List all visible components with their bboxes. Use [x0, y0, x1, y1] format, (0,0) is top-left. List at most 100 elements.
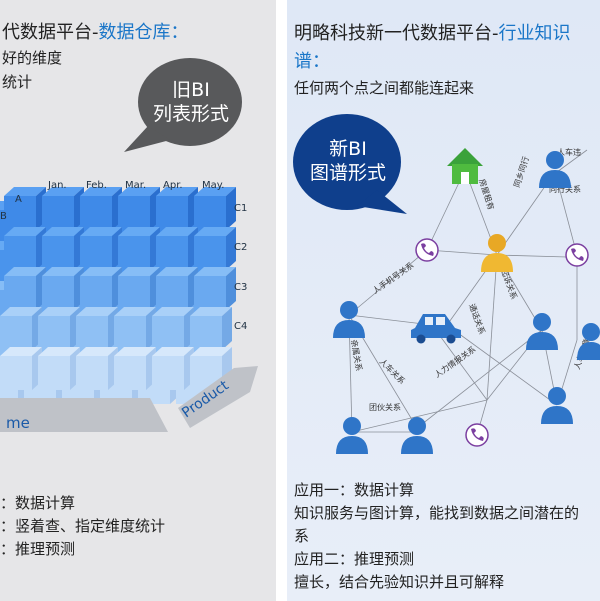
right-title-part1: 明略科技新一代数据平台-: [294, 23, 499, 44]
person-icon-4: [541, 387, 573, 424]
cube-top: [194, 267, 236, 276]
month-label-a: A: [15, 194, 22, 205]
cube-top: [80, 187, 122, 196]
cube-face: [76, 316, 108, 350]
edge-label-gang: 团伙关系: [369, 402, 401, 412]
cube-face: [114, 316, 146, 350]
left-bullet-1: ：数据计算: [0, 494, 76, 512]
left-bullet-3: ：推理预测: [0, 540, 76, 558]
cube-top: [156, 187, 198, 196]
cube-top: [76, 307, 118, 316]
left-bullet-2: ：竖着查、指定维度统计: [0, 517, 166, 535]
cube-face: [4, 196, 36, 230]
c-label-4: C4: [234, 321, 247, 332]
cube-top: [80, 267, 122, 276]
cube-face: [194, 196, 226, 230]
edge-label-intel: 人力情报关系: [432, 344, 477, 380]
edge-label-house-rent: 房屋租有: [477, 178, 496, 212]
new-bi-bubble-shape: [293, 114, 407, 214]
cube-top: [38, 307, 80, 316]
cube-top: [42, 227, 84, 236]
c-label-1: C1: [234, 203, 247, 214]
knowledge-graph: 人车违 同行关系 房屋租有 同乡同行 人手机号关系 起诉关系 通话关系 亲属关系…: [333, 147, 600, 454]
phone-icon-2: [565, 243, 589, 267]
cube-top: [190, 347, 232, 356]
new-bi-sublabel: 图谱形式: [309, 162, 386, 184]
time-axis-arrow: [0, 398, 168, 432]
left-line2: 统计: [2, 73, 33, 91]
cube-top: [156, 267, 198, 276]
phone-icon-1: [415, 238, 439, 262]
cube-top: [76, 347, 118, 356]
cube-face: [152, 316, 184, 350]
cube-face: [4, 276, 36, 310]
cube-top: [4, 187, 46, 196]
cube-top: [194, 227, 236, 236]
new-bi-label: 新BI: [329, 138, 367, 160]
old-bi-bubble: 旧BI 列表形式: [138, 58, 244, 146]
right-title-part2: 行业知识: [498, 23, 571, 44]
month-label-may: May.: [202, 180, 224, 191]
edge-label-call: 通话关系: [467, 302, 487, 335]
old-bi-sublabel: 列表形式: [152, 103, 229, 125]
cube-top: [0, 347, 42, 356]
new-bi-bubble: 新BI 图谱形式: [295, 114, 401, 208]
app2-title: 应用二：推理预测: [294, 550, 415, 568]
person-icon-highlight: [481, 234, 513, 272]
cube-face: [0, 356, 32, 390]
right-title-cont: 谱：: [294, 51, 330, 72]
edge-label-hometown: 同乡同行: [511, 155, 530, 189]
cube-face: [190, 316, 222, 350]
data-cube-diagram: me Product A Jan. Feb. Mar. Apr. May. B …: [0, 180, 258, 432]
cube-face: [80, 196, 112, 230]
cube-top: [156, 227, 198, 236]
app2-desc: 擅长，结合先验知识并且可解释: [294, 573, 505, 591]
cube-top: [42, 187, 84, 196]
phone-icon-3: [465, 423, 489, 447]
edge-label-car-violation: 人车违: [557, 147, 581, 157]
old-bi-bubble-shape: [124, 58, 242, 152]
row-label-b: B: [0, 211, 7, 222]
cube-side: [226, 227, 236, 270]
right-title: 明略科技新一代数据平台-行业知识: [294, 23, 571, 45]
left-title-part1: 代数据平台-: [2, 22, 99, 43]
cube-face: [118, 236, 150, 270]
person-icon-2: [333, 301, 365, 338]
cube-face: [80, 276, 112, 310]
cube-top: [194, 187, 236, 196]
app1-desc: 知识服务与图计算，能找到数据之间潜在的: [294, 504, 580, 522]
cube-face: [156, 276, 188, 310]
cube-top: [118, 267, 160, 276]
cube-top: [190, 307, 232, 316]
edge-label-lawsuit: 起诉关系: [499, 267, 519, 300]
old-bi-label: 旧BI: [172, 79, 210, 101]
cube-face: [42, 276, 74, 310]
cube-top: [118, 187, 160, 196]
cube-top: [0, 307, 42, 316]
cube-face: [38, 356, 70, 390]
person-icon-5: [336, 417, 368, 454]
cube-face: [0, 316, 32, 350]
left-title: 代数据平台-数据仓库：: [2, 22, 189, 44]
cube-face: [194, 236, 226, 270]
person-icon-3: [526, 313, 558, 350]
c-label-3: C3: [234, 282, 247, 293]
house-icon: [447, 148, 483, 184]
cube-top: [4, 267, 46, 276]
left-line1: 好的维度: [2, 49, 63, 67]
cube-top: [114, 347, 156, 356]
cube-top: [118, 227, 160, 236]
edge-label-kin: 亲属关系: [349, 339, 364, 372]
cube-side: [226, 187, 236, 230]
cube-face: [38, 316, 70, 350]
app1-title: 应用一：数据计算: [294, 481, 415, 499]
cube-top: [152, 347, 194, 356]
left-title-part2: 数据仓库：: [98, 22, 189, 43]
c-label-2: C2: [234, 242, 247, 253]
month-label-feb: Feb.: [86, 180, 107, 191]
month-label-mar: Mar.: [125, 180, 146, 191]
person-icon-1: [539, 151, 571, 188]
cube-face: [156, 196, 188, 230]
cube-top: [114, 307, 156, 316]
month-label-jan: Jan.: [47, 180, 67, 191]
